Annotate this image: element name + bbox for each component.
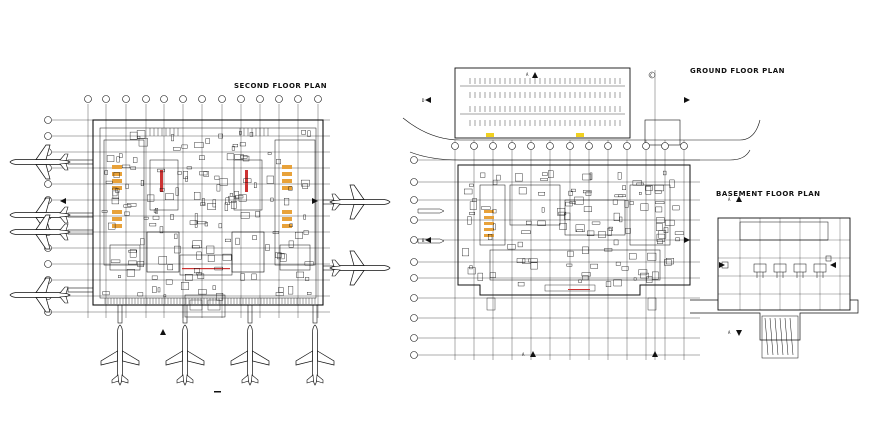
airplane-icon — [230, 324, 270, 386]
airplane-icon — [329, 184, 391, 220]
svg-text:A: A — [526, 72, 529, 77]
airplane-icon — [295, 324, 335, 386]
second-floor-plan — [9, 95, 391, 393]
section-marker: D A C A B — [422, 71, 690, 357]
svg-text:A: A — [728, 330, 731, 335]
section-marker: A A — [719, 196, 836, 336]
airplane-icon — [329, 250, 391, 286]
svg-text:C: C — [650, 73, 653, 78]
ground-floor-title: GROUND FLOOR PLAN — [690, 67, 785, 75]
ground-floor-plan: D A C A B — [402, 67, 761, 360]
airplane-icon — [9, 277, 71, 313]
section-marker — [60, 198, 318, 335]
basement-floor-title: BASEMENT FLOOR PLAN — [716, 190, 821, 198]
svg-text:A: A — [522, 352, 525, 357]
airplane-icon — [417, 208, 445, 214]
svg-text:D: D — [422, 98, 425, 103]
svg-text:B: B — [422, 238, 425, 243]
second-floor-title: SECOND FLOOR PLAN — [234, 82, 328, 90]
airplane-icon — [100, 324, 140, 386]
airplane-icon — [9, 144, 71, 180]
airplane-icon — [165, 324, 205, 386]
svg-text:A: A — [728, 197, 731, 202]
basement-floor-plan: A A — [690, 196, 859, 359]
